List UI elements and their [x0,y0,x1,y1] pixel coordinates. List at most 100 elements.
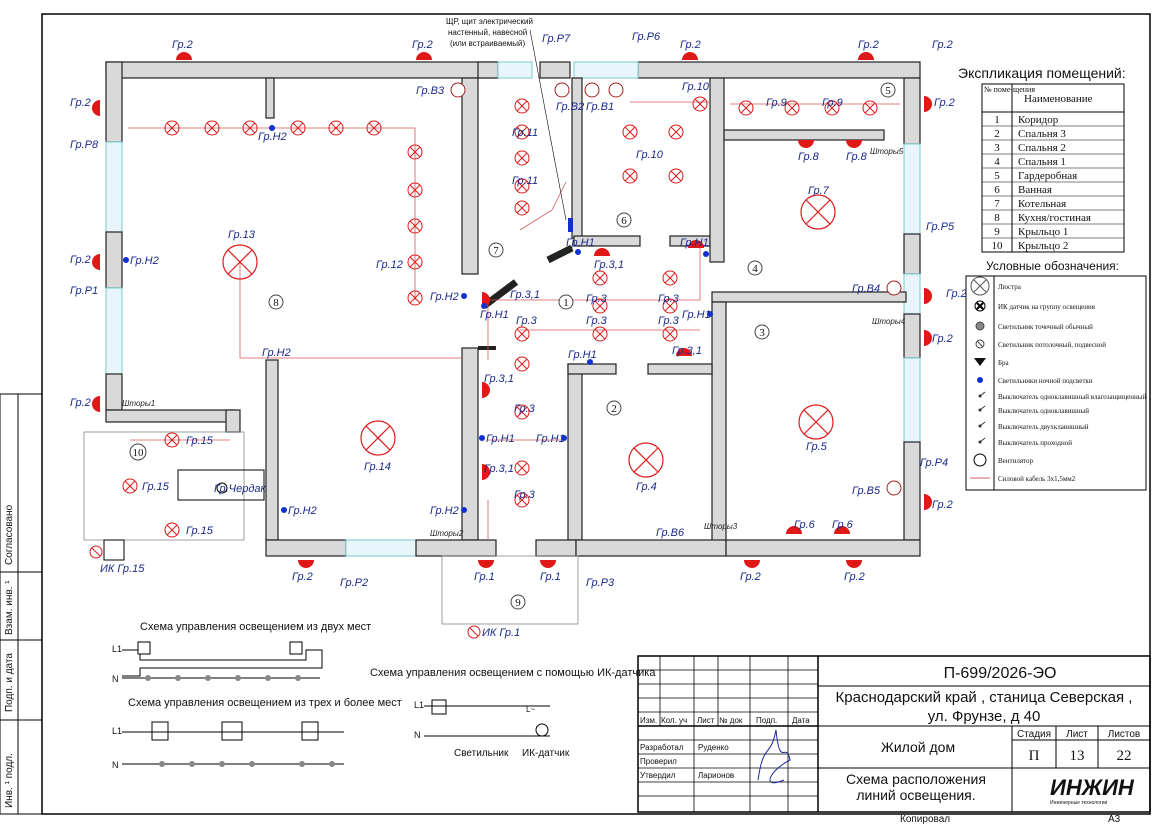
svg-text:L~: L~ [526,705,535,714]
svg-text:Гр.6: Гр.6 [794,519,816,531]
fans [450,82,902,496]
svg-text:Гр.Р2: Гр.Р2 [340,577,368,589]
svg-text:Схема управления освещением из: Схема управления освещением из трех и бо… [128,697,402,709]
svg-text:Гр.3: Гр.3 [658,293,680,305]
sheet-title-1: Схема расположения [846,771,986,787]
svg-text:Гр.2: Гр.2 [680,39,701,51]
explication-row-number: 7 [994,198,1000,210]
legend-item-label: Силовой кабель 3х1,5мм2 [998,475,1076,483]
legend-item-label: Люстра [998,283,1022,291]
svg-text:Гр.10: Гр.10 [636,149,664,161]
svg-text:ЩР, щит электрический: ЩР, щит электрический [446,17,533,26]
svg-text:Стадия: Стадия [1017,729,1051,740]
ir-sensor-icon [974,300,986,312]
sw1-icon [978,405,986,412]
svg-text:Утвердил: Утвердил [640,771,676,780]
svg-text:Гр.5: Гр.5 [806,441,828,453]
legend-item-label: ИК датчик на группу освещения [998,303,1096,311]
svg-text:Гр.9: Гр.9 [822,97,843,109]
explication-row-name: Ванная [1018,184,1052,196]
svg-text:Разработал: Разработал [640,743,684,752]
svg-text:Гр.2: Гр.2 [932,333,953,345]
explication-row-number: 9 [994,226,1000,238]
svg-text:Гр.15: Гр.15 [186,435,214,447]
svg-text:Лист: Лист [1066,729,1088,740]
svg-text:Гр.Н1: Гр.Н1 [536,433,565,445]
agreed-label: Согласовано [4,504,15,565]
svg-text:Гр.Р8: Гр.Р8 [70,139,99,151]
object-name: Жилой дом [881,739,955,755]
svg-text:Гр.3,1: Гр.3,1 [510,289,540,301]
svg-text:Гр.Н2: Гр.Н2 [130,255,159,267]
legend-item-swp: Выключатель проходной [978,437,1072,447]
legend-item-cable: Силовой кабель 3х1,5мм2 [970,475,1076,483]
explication-row-name: Гардеробная [1018,170,1077,182]
svg-text:Гр.2: Гр.2 [70,397,91,409]
svg-text:Гр.Н1: Гр.Н1 [568,349,597,361]
svg-text:Гр.Н2: Гр.Н2 [262,347,291,359]
svg-text:Гр.Н1: Гр.Н1 [566,237,595,249]
svg-text:Гр.1: Гр.1 [540,571,561,583]
svg-text:Гр.Н2: Гр.Н2 [288,505,317,517]
svg-text:Гр.В5: Гр.В5 [852,485,881,497]
svg-text:Гр.3: Гр.3 [516,315,538,327]
explication-row-number: 6 [994,184,1000,196]
svg-text:Гр.Н2: Гр.Н2 [430,505,459,517]
svg-text:Схема управления освещением из: Схема управления освещением из двух мест [140,621,371,633]
svg-text:Гр.В3: Гр.В3 [416,85,445,97]
svg-text:Гр.Р1: Гр.Р1 [70,285,98,297]
night-icon [977,377,983,383]
legend-item-spot: Светильник точечный обычный [975,321,1093,331]
svg-text:Гр.В4: Гр.В4 [852,283,880,295]
svg-text:Шторы5: Шторы5 [870,147,904,156]
svg-text:Гр.Н1: Гр.Н1 [486,433,515,445]
svg-text:Гр.15: Гр.15 [142,481,170,493]
explication-row-name: Спальня 2 [1018,142,1066,154]
svg-text:Гр.13: Гр.13 [228,229,256,241]
legend-item-label: Вентилятор [998,457,1034,465]
room-9: 9 [515,597,521,609]
explication-row-name: Крыльцо 2 [1018,240,1068,252]
svg-text:Гр.7: Гр.7 [808,185,830,197]
svg-text:Гр.3,1: Гр.3,1 [594,259,624,271]
ceiling-icon [975,339,985,349]
room-4: 4 [752,263,758,275]
svg-text:N: N [112,760,119,770]
explication-col-num: № поме-щения [984,85,1035,94]
svg-text:Шторы2: Шторы2 [430,529,464,538]
svg-text:L1: L1 [414,700,424,710]
sconce-icon [974,358,986,366]
svg-text:ИК-датчик: ИК-датчик [522,748,570,759]
svg-text:Ларионов: Ларионов [698,771,734,780]
svg-text:Гр.Н1: Гр.Н1 [480,309,509,321]
chandelier-4 [628,442,664,478]
svg-text:Гр.Н1: Гр.Н1 [680,237,709,249]
legend-item-label: Светильник потолочный, подвесной [998,341,1106,349]
svg-text:Гр.Р7: Гр.Р7 [542,33,571,45]
svg-text:Лист: Лист [697,716,715,725]
sign-date-label: Подп. и дата [4,653,15,712]
chandelier-14 [360,420,396,456]
scheme-three-places: Схема управления освещением из трех и бо… [112,697,402,770]
legend-item-ir-sensor: ИК датчик на группу освещения [974,300,1096,312]
svg-text:Гр.11: Гр.11 [512,175,538,187]
explication-row-name: Кухня/гостиная [1018,212,1091,224]
svg-text:Изм.: Изм. [640,716,657,725]
svg-text:Гр.2: Гр.2 [740,571,761,583]
scheme-two-places: Схема управления освещением из двух мест… [112,621,371,684]
svg-text:Шторы1: Шторы1 [122,399,155,408]
svg-text:Гр.Н1: Гр.Н1 [682,309,711,321]
legend-item-sconce: Бра [974,358,1010,367]
explication-row-number: 3 [994,142,1000,154]
chandelier-5 [798,404,834,440]
svg-text:Гр.2: Гр.2 [844,571,865,583]
legend-item-sw2: Выключатель двухклавишный [978,421,1089,431]
svg-text:Гр.2: Гр.2 [934,97,955,109]
sw2-icon [978,421,986,428]
svg-text:Гр.2: Гр.2 [172,39,193,51]
svg-text:Гр.3: Гр.3 [586,293,608,305]
svg-text:№ док: № док [719,716,743,725]
explication-title: Экспликация помещений: [958,65,1126,81]
legend-item-label: Светильник точечный обычный [998,323,1093,331]
